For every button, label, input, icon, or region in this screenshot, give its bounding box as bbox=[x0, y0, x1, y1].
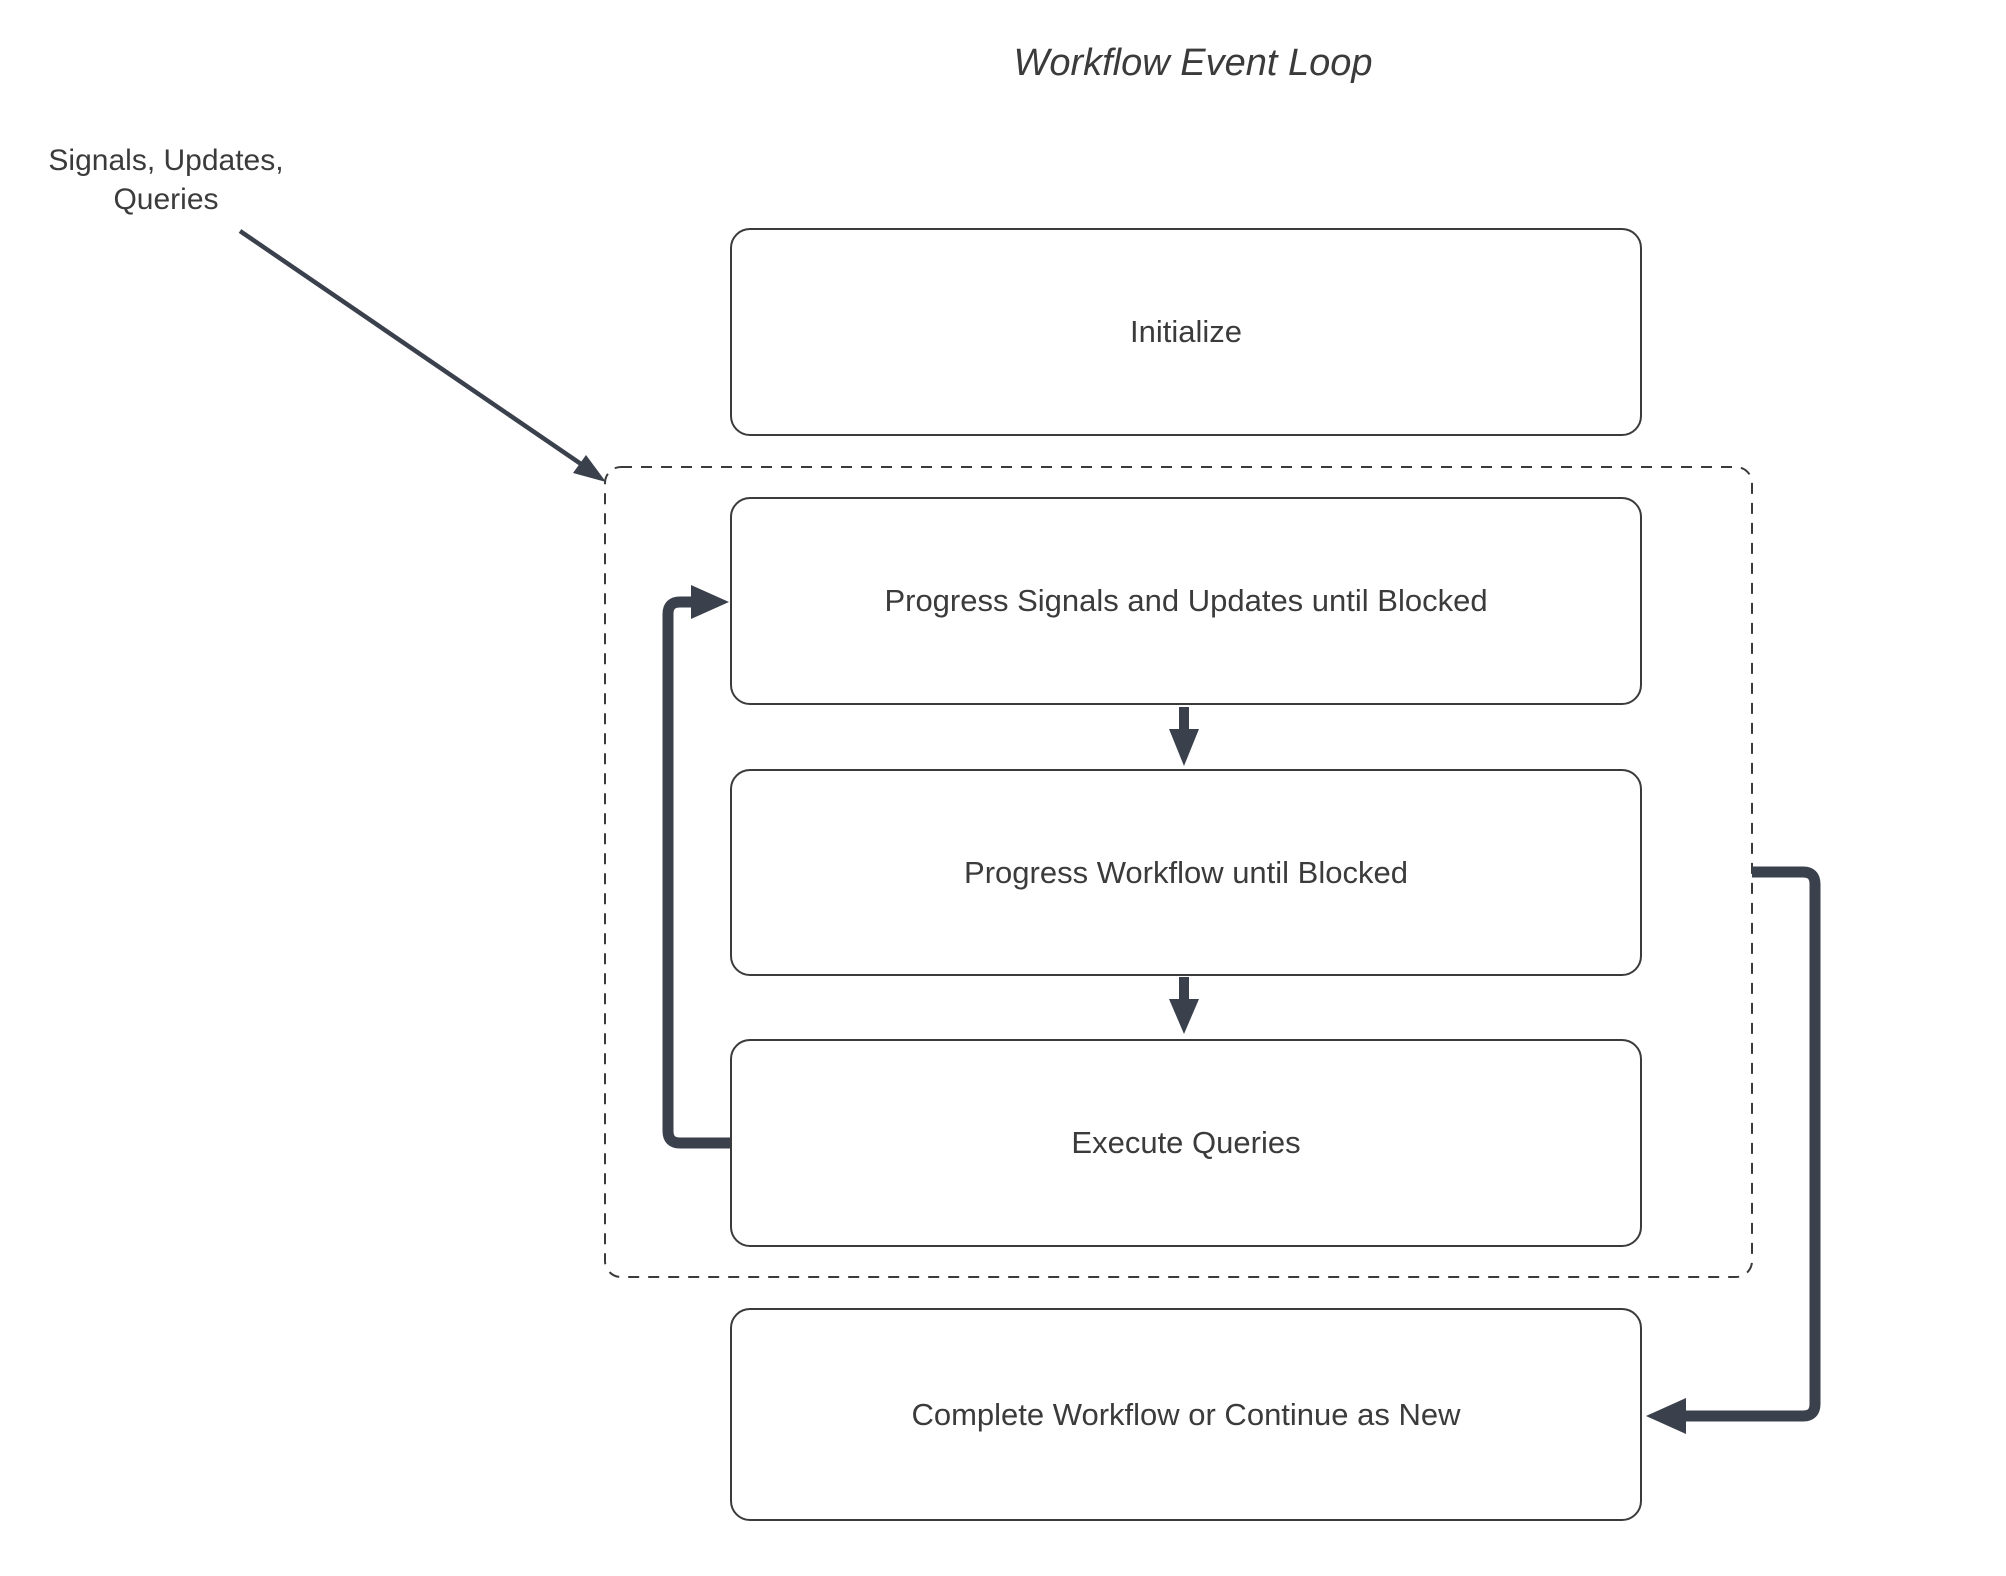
node-initialize-label: Initialize bbox=[1130, 314, 1242, 349]
loop-back-arrow bbox=[662, 585, 735, 1149]
node-execute-queries: Execute Queries bbox=[730, 1039, 1642, 1247]
node-complete-workflow: Complete Workflow or Continue as New bbox=[730, 1308, 1642, 1521]
arrow-progress-signals-to-progress-workflow bbox=[1169, 707, 1199, 766]
arrow-progress-workflow-to-execute-queries bbox=[1169, 977, 1199, 1034]
exit-arrow bbox=[1646, 866, 1821, 1434]
node-execute-queries-label: Execute Queries bbox=[1071, 1125, 1301, 1160]
node-progress-signals-label: Progress Signals and Updates until Block… bbox=[884, 583, 1488, 618]
diagram-title: Workflow Event Loop bbox=[1013, 42, 1373, 84]
node-progress-signals: Progress Signals and Updates until Block… bbox=[730, 497, 1642, 705]
external-input-arrow bbox=[238, 229, 606, 482]
external-input-label: Signals, Updates, Queries bbox=[48, 144, 284, 216]
node-progress-workflow-label: Progress Workflow until Blocked bbox=[964, 854, 1408, 890]
node-complete-workflow-label: Complete Workflow or Continue as New bbox=[911, 1396, 1461, 1432]
node-initialize: Initialize bbox=[730, 228, 1642, 436]
node-progress-workflow: Progress Workflow until Blocked bbox=[730, 769, 1642, 976]
